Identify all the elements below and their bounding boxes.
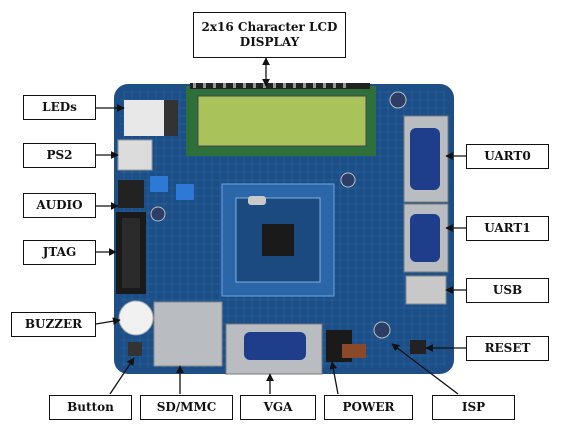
capacitor: [151, 207, 165, 221]
sdmmc-label: SD/MMC: [140, 395, 233, 420]
lcd-display-label: 2x16 Character LCD DISPLAY: [193, 12, 346, 58]
audio-jack: [118, 180, 144, 208]
uart1-connector: [404, 204, 448, 272]
lcd-label-line1: 2x16 Character LCD: [202, 20, 338, 35]
jtag-header: [116, 212, 146, 294]
ps2-label: PS2: [23, 143, 96, 168]
potentiometer-2: [176, 184, 194, 200]
crystal: [248, 196, 266, 205]
uart1-label: UART1: [466, 216, 549, 241]
capacitor: [374, 322, 390, 338]
reset-button: [410, 340, 426, 354]
buzzer: [119, 301, 153, 335]
reset-label: RESET: [466, 336, 549, 361]
leds-label: LEDs: [23, 95, 96, 120]
capacitor: [341, 173, 355, 187]
jtag-label: JTAG: [23, 240, 96, 265]
power-label: POWER: [324, 395, 413, 420]
usb-label: USB: [466, 278, 549, 303]
lcd-module: [186, 83, 376, 156]
buzzer-label: BUZZER: [11, 312, 96, 337]
development-board-photo: [114, 83, 454, 374]
sd-mmc-slot: [154, 302, 222, 366]
uart0-connector: [404, 116, 448, 202]
uart0-label: UART0: [466, 144, 549, 169]
led-array: [124, 100, 178, 136]
audio-label: AUDIO: [23, 193, 96, 218]
push-button: [128, 342, 142, 356]
lcd-label-line2: DISPLAY: [240, 35, 299, 50]
potentiometer-1: [150, 176, 168, 192]
fpga-chip: [222, 184, 334, 296]
power-switch: [342, 344, 366, 358]
capacitor: [390, 92, 406, 108]
button-label: Button: [49, 395, 132, 420]
isp-label: ISP: [432, 395, 515, 420]
vga-connector: [226, 324, 322, 374]
vga-label: VGA: [240, 395, 316, 420]
usb-connector: [406, 276, 446, 304]
ps2-connector: [118, 140, 152, 170]
